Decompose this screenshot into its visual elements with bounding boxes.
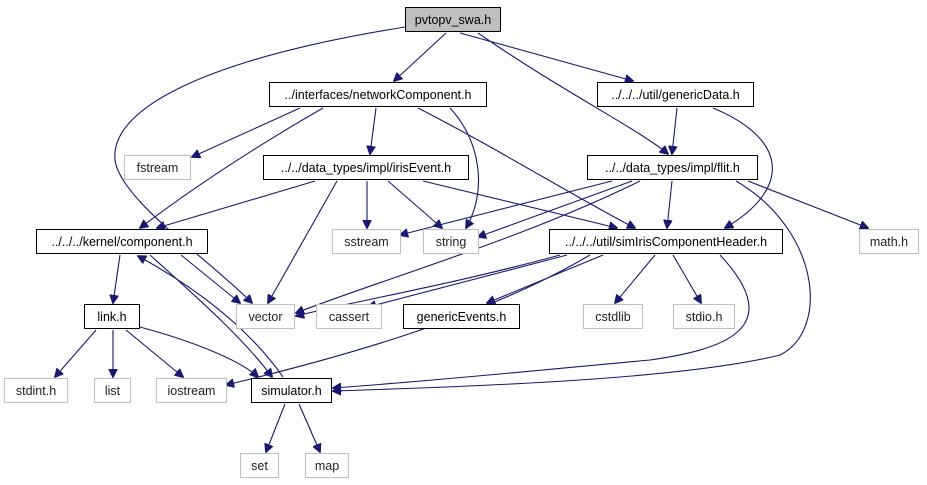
node-sim-iris-header[interactable]: ../../../util/simIrisComponentHeader.h xyxy=(549,229,783,254)
edge-root-flit xyxy=(477,32,668,154)
node-generic-data[interactable]: ../../../util/genericData.h xyxy=(597,82,754,107)
edge-sim-map xyxy=(298,403,320,452)
node-component[interactable]: ../../../kernel/component.h xyxy=(36,229,208,254)
node-string[interactable]: string xyxy=(423,229,479,254)
node-link[interactable]: link.h xyxy=(84,304,140,329)
node-vector[interactable]: vector xyxy=(236,304,295,329)
node-simulator[interactable]: simulator.h xyxy=(251,378,332,403)
edge-simulator-comp xyxy=(138,256,284,378)
edge-si-stdio xyxy=(672,254,701,303)
node-generic-events[interactable]: genericEvents.h xyxy=(403,304,520,329)
edge-si-iostream xyxy=(226,254,591,385)
node-stdint[interactable]: stdint.h xyxy=(4,378,68,403)
edge-ie-vector xyxy=(268,180,338,303)
edge-gd-sim-iris xyxy=(712,107,773,228)
node-iris-event[interactable]: ../../data_types/impl/irisEvent.h xyxy=(263,155,469,180)
node-fstream[interactable]: fstream xyxy=(124,155,191,180)
edge-flit-sim-iris xyxy=(667,180,673,228)
edge-nc-component xyxy=(140,107,324,228)
node-iostream[interactable]: iostream xyxy=(156,378,227,403)
edge-nc-sim-iris xyxy=(417,107,635,228)
edge-flit-string xyxy=(478,180,633,237)
edge-nc-iris-event xyxy=(370,107,377,154)
node-cstdlib[interactable]: cstdlib xyxy=(583,304,643,329)
edge-link-iostream xyxy=(125,329,183,377)
edge-ie-string xyxy=(387,180,442,228)
edge-si-cstdlib xyxy=(615,254,656,303)
edge-comp-simulator xyxy=(149,254,272,377)
node-flit[interactable]: ../../data_types/impl/flit.h xyxy=(587,155,758,180)
edge-link-simulator xyxy=(135,325,258,377)
edge-flit-simulator xyxy=(333,180,811,391)
edge-flit-sstream xyxy=(400,180,613,235)
node-network-component[interactable]: ../interfaces/networkComponent.h xyxy=(269,82,487,107)
node-stdio[interactable]: stdio.h xyxy=(673,304,735,329)
edge-si-simulator xyxy=(333,254,750,388)
edge-link-stdint xyxy=(55,329,97,377)
node-list[interactable]: list xyxy=(94,378,131,403)
node-sstream[interactable]: sstream xyxy=(332,229,401,254)
node-math[interactable]: math.h xyxy=(859,229,919,254)
node-set[interactable]: set xyxy=(240,453,279,478)
edge-comp-vector xyxy=(180,254,240,303)
edge-nc-string xyxy=(449,107,480,228)
edge-nc-fstream xyxy=(192,107,301,157)
edge-gd-flit xyxy=(672,107,678,154)
edge-flit-math xyxy=(747,180,868,228)
edge-sim-set xyxy=(266,403,286,452)
edge-root-network-component xyxy=(394,32,447,81)
edge-ie-component xyxy=(157,180,316,228)
node-root[interactable]: pvtopv_swa.h xyxy=(405,7,501,32)
node-map[interactable]: map xyxy=(305,453,349,478)
node-cassert[interactable]: cassert xyxy=(316,304,382,329)
edge-si-cassert xyxy=(368,254,568,307)
edge-comp-link xyxy=(113,254,121,303)
edge-flit-vector xyxy=(296,180,641,313)
